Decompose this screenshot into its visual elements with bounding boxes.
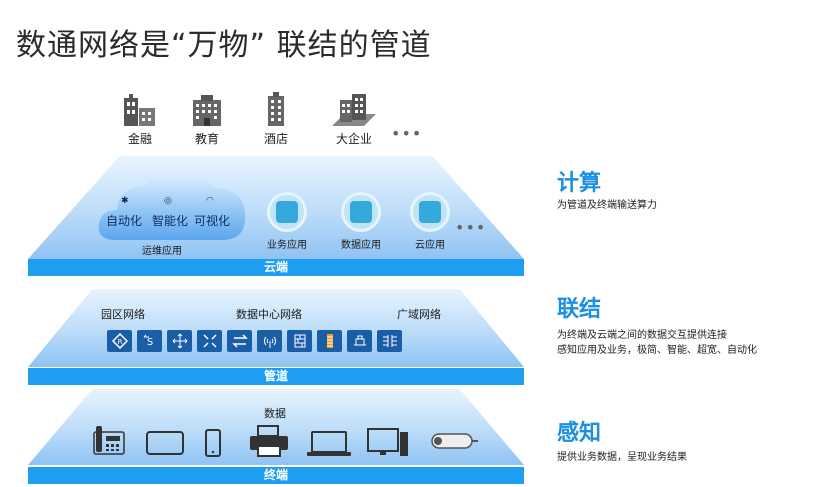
connect-description-line2: 感知应用及业务，极简、智能、超宽、自动化 [557, 345, 757, 356]
switch-icon: S [137, 330, 162, 352]
app-label: 数据应用 [341, 240, 381, 251]
cloud-band: 云端 [28, 259, 524, 276]
school-building-icon [193, 95, 221, 126]
wan-network-label: 广域网络 [397, 308, 441, 321]
svg-text:R: R [117, 338, 122, 346]
load-balancer-icon [347, 330, 372, 352]
pipe-band: 管道 [28, 368, 524, 385]
core-switch-icon [167, 330, 192, 352]
bank-building-icon [124, 94, 155, 126]
hotel-tower-icon [268, 92, 284, 126]
compute-description: 为管道及终端输送算力 [557, 200, 657, 211]
aggregation-icon [197, 330, 222, 352]
building-label: 金融 [127, 132, 152, 146]
cloud-app-icon [410, 192, 450, 232]
cloud-item-intelligence: 智能化 [152, 214, 189, 228]
cloud-item-visualization: 可视化 [194, 214, 231, 228]
terminal-band: 终端 [28, 467, 524, 484]
school-building: 教育 [185, 92, 229, 147]
camera-icon [431, 433, 478, 449]
data-caption: 数据 [264, 407, 286, 420]
eye-icon: ◠ [206, 196, 214, 206]
cloud-item-automation: 自动化 [106, 214, 143, 228]
wireless-ap-icon [257, 330, 282, 352]
operations-cloud-icon [98, 176, 246, 240]
server-rack-icon [317, 330, 342, 352]
app-label: 业务应用 [267, 240, 307, 251]
pipe-layer-plane [28, 289, 524, 367]
building-label: 教育 [194, 132, 219, 146]
bank-building: 金融 [118, 92, 162, 147]
sense-description: 提供业务数据，呈现业务结果 [557, 452, 687, 463]
router-icon: R [107, 330, 132, 352]
connect-description-line1: 为终端及云端之间的数据交互提供连接 [557, 330, 727, 341]
wan-optimizer-icon [377, 330, 402, 352]
building-label: 酒店 [263, 132, 288, 146]
compute-heading: 计算 [557, 171, 602, 196]
network-device-icons: R S [107, 330, 402, 352]
sense-heading: 感知 [557, 421, 602, 446]
firewall-icon [287, 330, 312, 352]
bidirectional-arrows-icon [227, 330, 252, 352]
enterprise-buildings: 大企业 [330, 92, 378, 147]
magnifier-icon: ◎ [164, 196, 172, 206]
tablet-icon [146, 431, 184, 455]
app-label: 云应用 [415, 240, 445, 251]
page-title: 数通网络是“万物” 联结的管道 [16, 28, 432, 63]
cloud-caption: 运维应用 [142, 246, 182, 257]
business-app: 业务应用 [250, 192, 324, 251]
campus-network-label: 园区网络 [101, 308, 145, 321]
laptop-icon [307, 431, 351, 456]
printer-icon [250, 425, 288, 457]
enterprise-buildings-icon [332, 94, 376, 126]
svg-text:S: S [146, 337, 152, 348]
hotel-tower: 酒店 [254, 92, 298, 147]
building-label: 大企业 [335, 132, 372, 146]
data-app: 数据应用 [324, 192, 398, 251]
more-buildings-ellipsis: ••• [391, 124, 423, 143]
smartphone-icon [205, 429, 221, 457]
gear-icon: ✱ [121, 196, 129, 206]
cloud-app: 云应用 [393, 192, 467, 251]
business-app-icon [267, 192, 307, 232]
more-apps-ellipsis: ••• [455, 218, 487, 237]
desktop-computer-icon [367, 428, 408, 456]
connect-heading: 联结 [557, 297, 602, 322]
datacenter-network-label: 数据中心网络 [236, 308, 302, 321]
desk-phone-icon [93, 426, 125, 455]
data-app-icon [341, 192, 381, 232]
